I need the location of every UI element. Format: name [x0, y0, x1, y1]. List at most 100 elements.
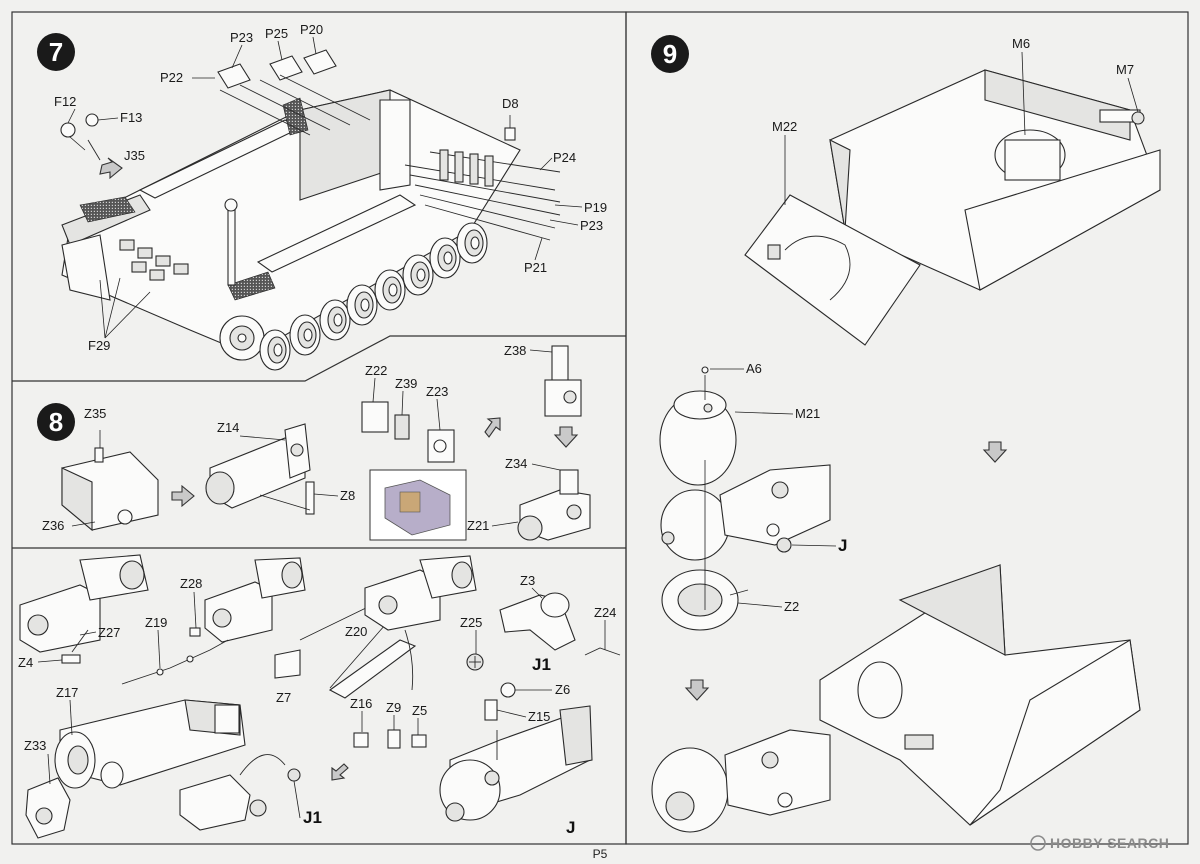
label-z3: Z3 [520, 573, 535, 588]
label-m7: M7 [1116, 62, 1134, 77]
step-9-labels: M6 M7 M22 A6 M21 J Z2 [746, 36, 1134, 614]
step-9-arrow-left [685, 679, 709, 701]
page-number: P5 [593, 847, 608, 861]
sub-assembly-middle [364, 555, 477, 631]
label-z9: Z9 [386, 700, 401, 715]
track-links [119, 239, 189, 281]
drive-sprocket [219, 315, 265, 361]
hull-assembly-drawing [61, 49, 561, 371]
step-7-labels: P23 P25 P20 P22 F12 F13 J35 D8 P24 P19 P… [54, 22, 607, 353]
label-z19: Z19 [145, 615, 167, 630]
label-f29: F29 [88, 338, 110, 353]
label-z36: Z36 [42, 518, 64, 533]
label-z8: Z8 [340, 488, 355, 503]
label-p21: P21 [524, 260, 547, 275]
superstructure-upper [829, 69, 1161, 291]
step-9-badge: 9 [651, 35, 689, 73]
label-z33: Z33 [24, 738, 46, 753]
label-z24: Z24 [594, 605, 616, 620]
label-z23: Z23 [426, 384, 448, 399]
step-7-arrow [99, 157, 123, 180]
step-9-arrow-right [983, 441, 1007, 463]
label-z20: Z20 [345, 624, 367, 639]
mantlet-assembly [439, 682, 593, 822]
step-8-badge: 8 [37, 403, 75, 441]
label-z15: Z15 [528, 709, 550, 724]
reference-photo [369, 469, 467, 541]
label-z38: Z38 [504, 343, 526, 358]
step-7-leaders [67, 36, 583, 339]
label-z14: Z14 [217, 420, 239, 435]
main-gun-mount [25, 699, 286, 839]
part-d8 [504, 115, 516, 141]
label-jb: J [838, 536, 847, 555]
step-7-badge: 7 [37, 33, 75, 71]
step-8: 8 [37, 343, 591, 541]
label-p24: P24 [553, 150, 576, 165]
label-j35: J35 [124, 148, 145, 163]
step-8-number: 8 [49, 407, 63, 437]
rear-plates [217, 49, 371, 136]
label-j1a: J1 [532, 655, 551, 674]
watermark-text: HOBBY SEARCH [1050, 835, 1169, 851]
step-9: 9 [651, 35, 1161, 833]
small-parts-z16-z9-z5 [287, 729, 427, 782]
gun-mount-subassembly: Z27 Z4 Z28 Z19 Z20 Z7 Z3 Z25 Z24 J1 Z17 … [18, 554, 621, 839]
superstructure-completed [651, 564, 1141, 833]
cradle-assembly [517, 469, 591, 541]
elevating-gear [274, 605, 417, 699]
label-p19: P19 [584, 200, 607, 215]
label-a6: A6 [746, 361, 762, 376]
subassembly-arrow [331, 763, 349, 781]
subassembly-labels: Z27 Z4 Z28 Z19 Z20 Z7 Z3 Z25 Z24 J1 Z17 … [18, 573, 616, 837]
label-p22: P22 [160, 70, 183, 85]
label-m6: M6 [1012, 36, 1030, 51]
step-8-arrow-2 [484, 417, 501, 438]
watermark: HOBBY SEARCH [1030, 835, 1169, 851]
label-z28: Z28 [180, 576, 202, 591]
label-p23a: P23 [230, 30, 253, 45]
step-8-leaders [71, 349, 561, 527]
step-8-arrow-3 [554, 426, 578, 448]
step-7: 7 [37, 22, 607, 371]
label-m21: M21 [795, 406, 820, 421]
label-z21: Z21 [467, 518, 489, 533]
step-8-labels: Z35 Z36 Z14 Z8 Z22 Z39 Z23 Z38 Z34 Z21 [42, 343, 527, 533]
sub-assembly-z28 [189, 557, 306, 643]
step-9-leaders [710, 51, 1139, 608]
floor-plate-m22 [744, 194, 921, 346]
label-z16: Z16 [350, 696, 372, 711]
step-7-number: 7 [49, 37, 63, 67]
gun-cradle-base [61, 430, 159, 532]
elevation-bracket [544, 345, 582, 417]
label-ja: J [566, 818, 575, 837]
label-z7: Z7 [276, 690, 291, 705]
sub-assembly-left [19, 554, 149, 664]
gun-assembly-step-9 [659, 366, 831, 631]
panel-frames [11, 11, 1189, 845]
label-f13: F13 [120, 110, 142, 125]
label-z34: Z34 [505, 456, 527, 471]
step-9-number: 9 [663, 39, 677, 69]
label-p23b: P23 [580, 218, 603, 233]
label-z27: Z27 [98, 625, 120, 640]
label-p25: P25 [265, 26, 288, 41]
step-8-arrow-1 [171, 484, 195, 508]
label-p20: P20 [300, 22, 323, 37]
grill-bars [404, 149, 561, 241]
label-z17: Z17 [56, 685, 78, 700]
footer: P5 HOBBY SEARCH [593, 835, 1169, 861]
cradle-arm [466, 592, 621, 671]
part-z19 [121, 639, 229, 685]
label-z22: Z22 [365, 363, 387, 378]
label-f12: F12 [54, 94, 76, 109]
label-z6: Z6 [555, 682, 570, 697]
label-j1b: J1 [303, 808, 322, 827]
trunnion-parts [361, 401, 455, 463]
label-d8: D8 [502, 96, 519, 111]
label-z4: Z4 [18, 655, 33, 670]
label-z25: Z25 [460, 615, 482, 630]
label-z5: Z5 [412, 703, 427, 718]
hatch-parts [60, 113, 101, 161]
